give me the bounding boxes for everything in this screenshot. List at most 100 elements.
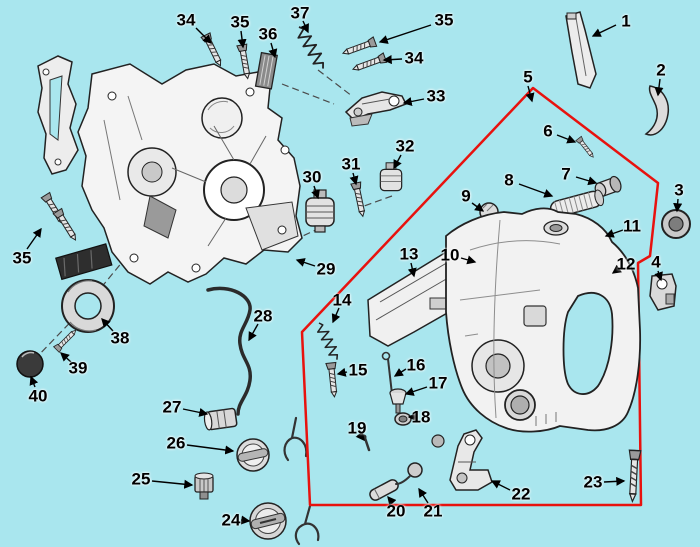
part-label-9: 9 (461, 186, 471, 206)
part-label-39: 39 (68, 358, 88, 378)
part-label-29: 29 (316, 259, 336, 279)
part-label-1: 1 (621, 11, 631, 31)
leader-line-19 (355, 431, 365, 442)
leader-line-25 (151, 479, 194, 489)
leader-line-4 (654, 270, 663, 282)
leader-line-16 (393, 368, 407, 377)
leader-line-29 (295, 258, 316, 267)
leader-line-35 (237, 30, 247, 49)
leader-lines (26, 20, 683, 525)
leader-line-14 (331, 307, 341, 324)
part-label-7: 7 (561, 164, 571, 184)
part-label-12: 12 (616, 254, 636, 274)
leader-line-23 (603, 476, 626, 486)
leader-line-11 (604, 229, 624, 238)
part-label-40: 40 (28, 386, 48, 406)
part-label-27: 27 (162, 397, 182, 417)
part-label-16: 16 (406, 355, 426, 375)
leader-line-10 (460, 255, 477, 265)
part-label-20: 20 (386, 501, 406, 521)
leader-line-35 (378, 24, 432, 44)
leader-line-34 (382, 55, 403, 65)
part-label-36: 36 (258, 24, 278, 44)
fuel-tank-body (445, 207, 642, 433)
part-label-13: 13 (399, 244, 419, 264)
part-label-37: 37 (290, 3, 310, 23)
leader-line-13 (407, 262, 417, 278)
part-17-funnel (389, 388, 407, 414)
part-label-17: 17 (428, 373, 448, 393)
part-18-grommet (394, 412, 412, 426)
part-label-21: 21 (423, 501, 443, 521)
part-label-23: 23 (583, 472, 603, 492)
part-label-35: 35 (434, 10, 454, 30)
part-label-24: 24 (221, 510, 241, 530)
leader-line-38 (101, 317, 114, 332)
part-3-grommet (661, 209, 691, 239)
part-1-guide-bar (565, 11, 597, 89)
part-16-dipstick (381, 351, 393, 395)
leader-line-36 (268, 42, 278, 59)
part-label-3: 3 (674, 180, 684, 200)
leader-line-8 (518, 183, 554, 198)
part-33-lever (344, 91, 408, 127)
part-label-11: 11 (623, 216, 641, 236)
part-label-10: 10 (440, 245, 460, 265)
part-40-cap (16, 350, 44, 378)
leader-line-17 (404, 386, 428, 396)
part-21-ball (395, 462, 423, 485)
part-4-bracket (649, 273, 677, 311)
part-34-screw-top (200, 32, 226, 69)
part-label-4: 4 (651, 252, 661, 272)
leader-line-9 (471, 202, 485, 212)
part-label-26: 26 (166, 433, 186, 453)
leader-line-22 (490, 480, 511, 491)
part-31-screw (350, 181, 369, 218)
part-label-8: 8 (504, 170, 514, 190)
part-15-screw (325, 361, 340, 398)
part-label-32: 32 (395, 136, 415, 156)
leader-line-30 (311, 185, 320, 200)
leader-line-7 (575, 176, 598, 186)
leader-line-40 (29, 375, 39, 388)
leader-line-26 (186, 444, 235, 455)
leader-line-31 (349, 172, 359, 186)
leader-line-20 (387, 495, 397, 506)
part-label-5: 5 (523, 67, 533, 87)
leader-line-37 (300, 20, 309, 34)
part-label-28: 28 (253, 306, 273, 326)
leader-line-35 (26, 227, 42, 250)
part-label-15: 15 (348, 360, 368, 380)
part-label-34: 34 (176, 10, 196, 30)
part-34-screw-right (350, 52, 388, 75)
part-label-35: 35 (230, 12, 250, 32)
leader-line-24 (240, 515, 251, 525)
part-label-34: 34 (404, 48, 424, 68)
part-label-18: 18 (411, 407, 431, 427)
leader-line-6 (556, 134, 577, 144)
wire-clip-lower (294, 504, 320, 546)
part-25-grommet (194, 472, 214, 500)
part-label-14: 14 (332, 290, 352, 310)
part-28-rod (206, 286, 252, 416)
part-label-22: 22 (511, 484, 531, 504)
leader-line-32 (393, 154, 402, 170)
leader-line-28 (248, 323, 259, 342)
part-32-buffer (379, 162, 403, 192)
part-35-screw-right (340, 36, 378, 59)
part-6-screw (575, 135, 597, 160)
highlight-region-outline (300, 86, 660, 507)
part-22-support (431, 429, 493, 491)
part-26-cap (236, 438, 270, 472)
wire-clip-upper (283, 416, 308, 462)
part-label-19: 19 (347, 418, 367, 438)
leader-line-3 (673, 198, 683, 213)
part-38-clamp-block (55, 243, 113, 281)
part-label-2: 2 (656, 60, 666, 80)
part-label-33: 33 (426, 86, 446, 106)
part-20-pin (369, 479, 399, 501)
part-label-31: 31 (341, 154, 361, 174)
leader-line-21 (418, 487, 429, 504)
leader-line-15 (336, 367, 348, 377)
